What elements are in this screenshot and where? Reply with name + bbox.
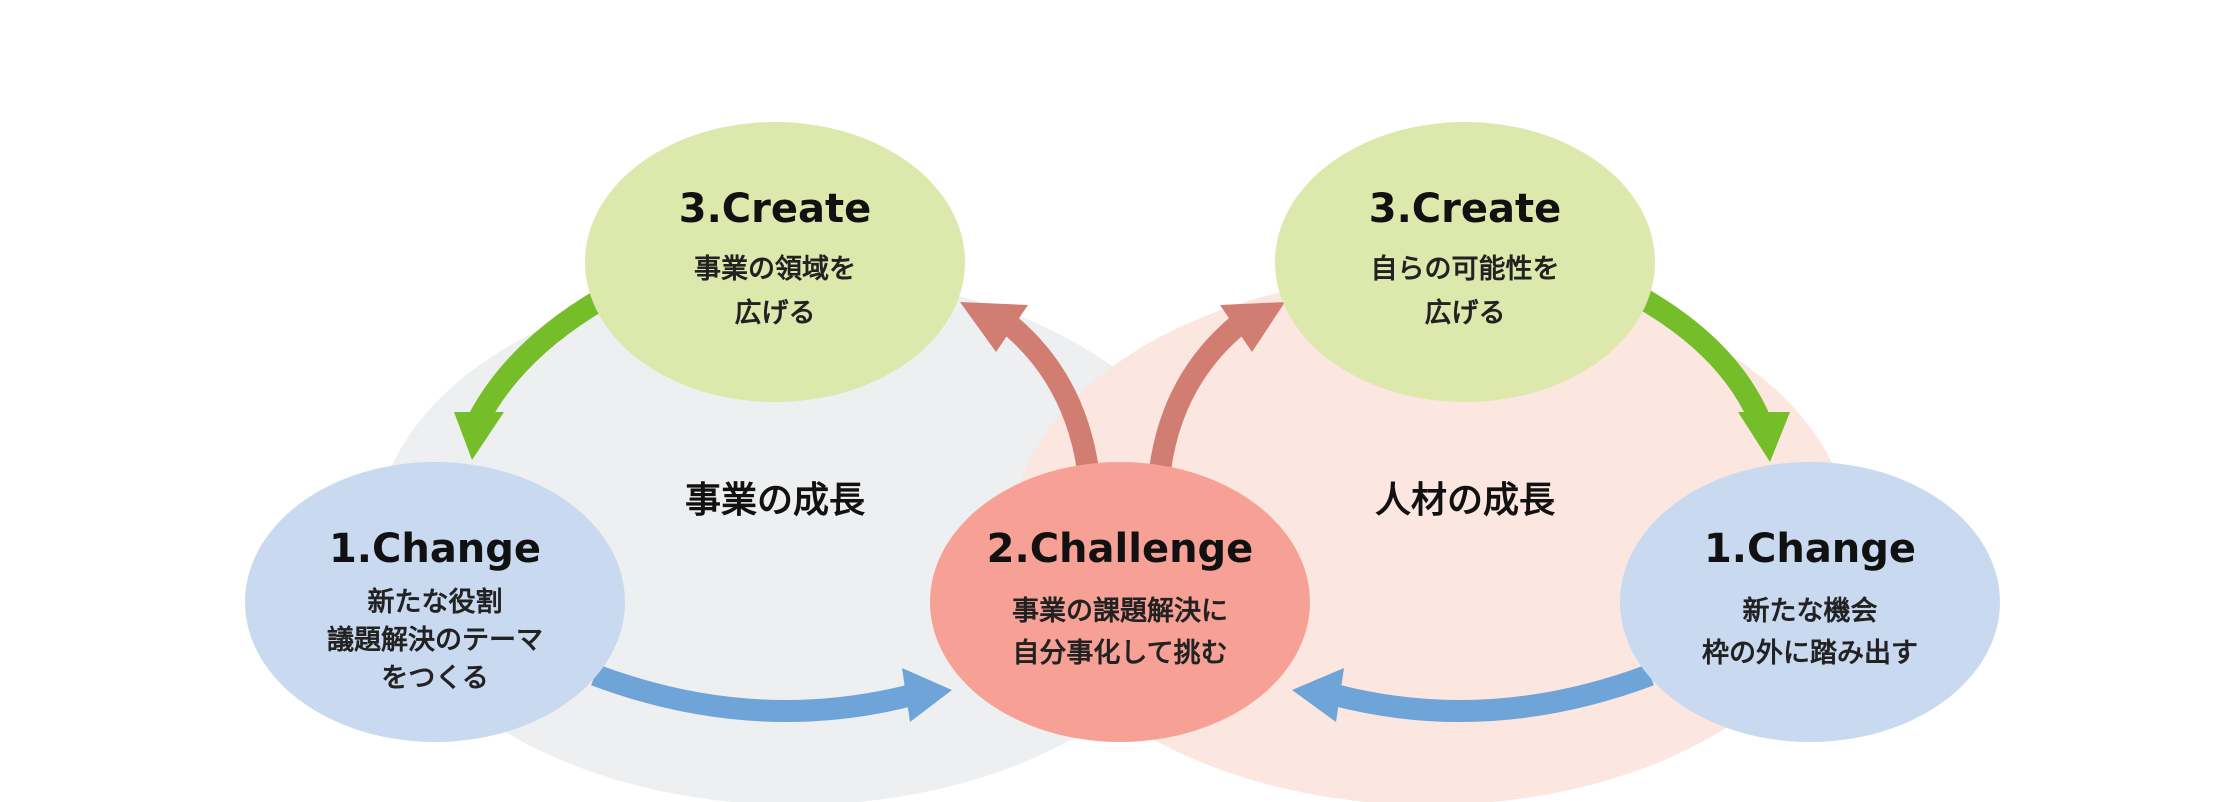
right-create-line-2: 広げる [1425, 297, 1506, 329]
right-change-line-1: 新たな機会 [1743, 595, 1878, 627]
right-change-node: 1.Change 新たな機会 枠の外に踏み出す [1620, 462, 2000, 742]
arrow-create-to-change-right [1639, 290, 1790, 462]
left-change-title: 1.Change [329, 526, 541, 572]
arrow-change-to-challenge-right [1292, 664, 1654, 722]
arrow-challenge-to-create-right [1149, 302, 1285, 472]
right-cycle-label: 人材の成長 [1375, 480, 1556, 521]
right-change-title: 1.Change [1704, 526, 1916, 572]
arrow-change-to-challenge-left [591, 664, 952, 722]
right-create-node: 3.Create 自らの可能性を 広げる [1275, 122, 1655, 402]
left-change-line-1: 新たな役割 [368, 586, 503, 618]
challenge-line-1: 事業の課題解決に [1012, 595, 1228, 627]
left-change-line-3: をつくる [381, 663, 488, 694]
left-create-line-1: 事業の領域を [694, 253, 856, 285]
arrow-challenge-to-create-left [960, 302, 1099, 472]
arrow-create-to-change-left [454, 290, 606, 460]
left-change-node: 1.Change 新たな役割 議題解決のテーマ をつくる [245, 462, 625, 742]
left-create-node: 3.Create 事業の領域を 広げる [585, 122, 965, 402]
right-create-line-1: 自らの可能性を [1371, 253, 1560, 285]
left-cycle-label: 事業の成長 [685, 480, 866, 521]
left-create-title: 3.Create [679, 186, 871, 232]
right-create-title: 3.Create [1369, 186, 1561, 232]
right-change-line-2: 枠の外に踏み出す [1702, 638, 1918, 669]
left-change-line-2: 議題解決のテーマ [327, 625, 543, 656]
challenge-line-2: 自分事化して挑む [1012, 637, 1227, 669]
challenge-node: 2.Challenge 事業の課題解決に 自分事化して挑む [930, 462, 1310, 742]
challenge-title: 2.Challenge [987, 526, 1254, 572]
left-create-line-2: 広げる [735, 297, 816, 329]
